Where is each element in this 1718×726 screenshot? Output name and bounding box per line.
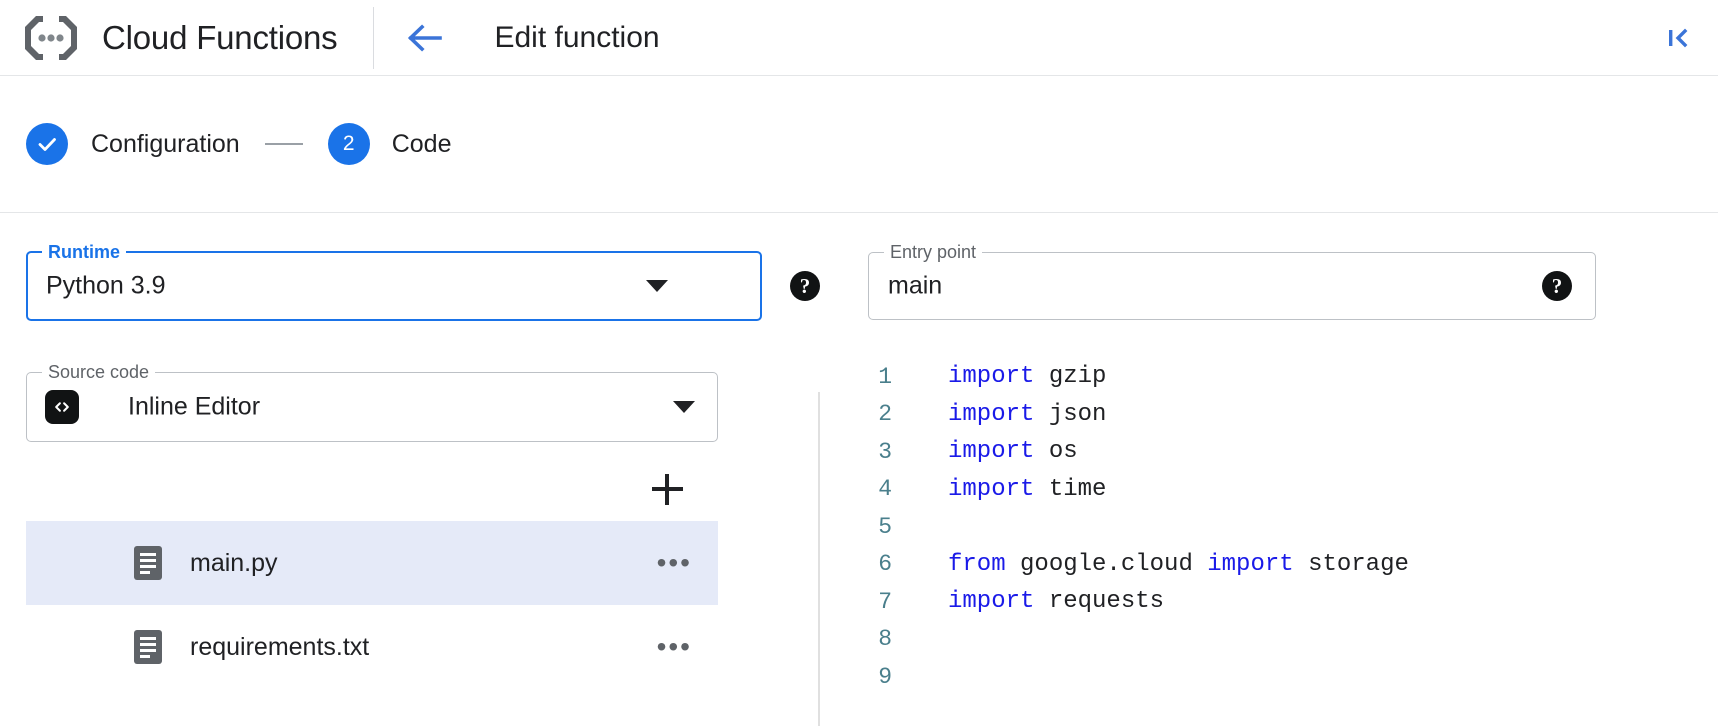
source-code-value: Inline Editor	[128, 392, 261, 421]
step-code[interactable]: 2 Code	[327, 123, 452, 165]
panel-divider	[818, 392, 820, 726]
code-line: 4 import time	[828, 471, 1718, 509]
file-list-item-main-py[interactable]: main.py •••	[26, 521, 718, 605]
file-name: requirements.txt	[190, 632, 370, 661]
code-line-text[interactable]: import gzip	[948, 363, 1106, 390]
code-keyword: import	[948, 400, 1035, 428]
code-keyword: import	[948, 363, 1035, 391]
file-list: main.py ••• requirements.txt •••	[26, 521, 718, 689]
code-line-text[interactable]: import time	[948, 476, 1106, 503]
line-number: 2	[878, 401, 892, 428]
entry-point-value[interactable]: main	[888, 271, 943, 300]
chevron-down-icon[interactable]	[646, 280, 668, 292]
step-configuration-marker	[26, 123, 68, 165]
code-keyword: from	[948, 550, 1006, 578]
code-line-text[interactable]: from google.cloud import storage	[948, 551, 1409, 578]
code-brackets-icon	[45, 390, 79, 424]
line-number: 3	[878, 438, 892, 465]
arrow-left-icon[interactable]	[394, 8, 454, 68]
line-number: 9	[878, 663, 892, 690]
line-number: 6	[878, 551, 892, 578]
code-line-text[interactable]: import os	[948, 438, 1078, 465]
entry-point-help-icon[interactable]: ?	[1542, 271, 1572, 301]
code-token: google.cloud	[1005, 550, 1208, 578]
line-number: 7	[878, 588, 892, 615]
step-configuration-label: Configuration	[91, 129, 240, 158]
file-overflow-menu-icon[interactable]: •••	[656, 547, 692, 578]
product-title: Cloud Functions	[102, 18, 338, 56]
code-line: 2 import json	[828, 396, 1718, 434]
add-file-button[interactable]	[644, 466, 690, 512]
code-token: os	[1034, 438, 1078, 466]
wizard-stepper: Configuration 2 Code	[0, 76, 1718, 213]
line-number: 1	[878, 363, 892, 390]
plus-icon-vertical	[665, 473, 669, 505]
code-keyword: import	[948, 475, 1035, 503]
runtime-value: Python 3.9	[46, 271, 166, 300]
code-line: 1 import gzip	[828, 358, 1718, 396]
code-line: 9	[828, 658, 1718, 696]
line-number: 5	[878, 513, 892, 540]
code-line: 6 from google.cloud import storage	[828, 546, 1718, 584]
code-token: time	[1034, 475, 1107, 503]
file-name: main.py	[190, 548, 278, 577]
code-token: requests	[1034, 588, 1165, 616]
file-list-item-requirements-txt[interactable]: requirements.txt •••	[26, 605, 718, 689]
source-code-select[interactable]: Source code Inline Editor	[26, 362, 718, 442]
collapse-panel-left-icon[interactable]	[1656, 16, 1700, 60]
app-header: Cloud Functions Edit function	[0, 0, 1718, 76]
file-document-icon	[134, 630, 162, 664]
cloud-functions-logo-icon	[22, 13, 80, 63]
code-token: gzip	[1034, 363, 1107, 391]
step-connector	[264, 143, 303, 145]
code-line: 3 import os	[828, 433, 1718, 471]
code-token: json	[1034, 400, 1107, 428]
code-step-body: Runtime Python 3.9 ? Entry point main ? …	[0, 213, 1718, 726]
chevron-down-icon[interactable]	[673, 401, 695, 413]
page-title: Edit function	[494, 20, 660, 54]
code-keyword: import	[1207, 550, 1294, 578]
entry-point-label: Entry point	[884, 242, 983, 262]
runtime-select[interactable]: Runtime Python 3.9 ?	[26, 242, 820, 321]
source-code-label: Source code	[42, 362, 156, 382]
inline-code-editor[interactable]: 1 import gzip 2 import json 3 import os 4 impor…	[828, 358, 1718, 726]
code-line: 5	[828, 508, 1718, 546]
code-line: 7 import requests	[828, 583, 1718, 621]
file-document-icon	[134, 546, 162, 580]
step-code-label: Code	[391, 129, 452, 158]
step-configuration[interactable]: Configuration	[26, 123, 240, 165]
runtime-help-icon[interactable]: ?	[790, 271, 820, 301]
code-keyword: import	[948, 438, 1035, 466]
code-line: 8	[828, 621, 1718, 659]
code-token: storage	[1293, 550, 1409, 578]
entry-point-input[interactable]: Entry point main ?	[868, 242, 1596, 320]
runtime-label: Runtime	[42, 242, 126, 262]
line-number: 4	[878, 476, 892, 503]
step-code-marker: 2	[327, 123, 370, 165]
file-overflow-menu-icon[interactable]: •••	[656, 631, 692, 662]
code-keyword: import	[948, 588, 1035, 616]
code-line-text[interactable]: import json	[948, 401, 1106, 428]
header-divider	[373, 6, 375, 69]
brand[interactable]: Cloud Functions	[0, 0, 338, 75]
line-number: 8	[878, 626, 892, 653]
code-line-text[interactable]: import requests	[948, 588, 1164, 615]
